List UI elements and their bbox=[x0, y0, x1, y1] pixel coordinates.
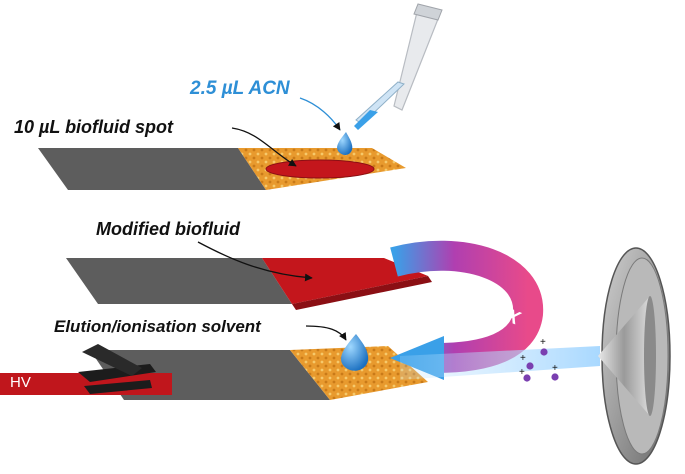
ion-sign: + bbox=[519, 367, 525, 378]
biofluid-spot bbox=[265, 159, 375, 179]
spot-leader-arrow bbox=[231, 127, 297, 167]
ion-sign: + bbox=[552, 363, 558, 374]
modified-leader-arrow bbox=[197, 241, 313, 282]
elution-solvent-label: Elution/ionisation solvent bbox=[54, 317, 261, 336]
hv-label: HV bbox=[10, 374, 31, 391]
clamp-icon bbox=[78, 344, 156, 394]
acn-droplet-icon bbox=[337, 132, 353, 156]
ms-inlet-cone-icon bbox=[598, 247, 671, 465]
strip-2 bbox=[66, 258, 432, 310]
spray-plume bbox=[400, 346, 600, 380]
ion-dot bbox=[523, 374, 531, 382]
ion-dot bbox=[551, 373, 559, 381]
strip-1 bbox=[38, 148, 406, 190]
modified-biofluid-label: Modified biofluid bbox=[96, 219, 240, 239]
ion-dot bbox=[526, 362, 534, 370]
biofluid-spot-label: 10 µL biofluid spot bbox=[14, 117, 174, 137]
ion-dot bbox=[540, 348, 548, 356]
elution-droplet-icon bbox=[341, 334, 369, 371]
ion-sign: + bbox=[520, 353, 526, 364]
acn-leader-arrow bbox=[299, 97, 341, 131]
ions: + + + + bbox=[519, 337, 559, 382]
elution-leader-arrow bbox=[305, 325, 347, 341]
pipette-icon bbox=[354, 3, 443, 130]
acn-label: 2.5 µL ACN bbox=[190, 78, 290, 99]
ion-sign: + bbox=[540, 337, 546, 348]
